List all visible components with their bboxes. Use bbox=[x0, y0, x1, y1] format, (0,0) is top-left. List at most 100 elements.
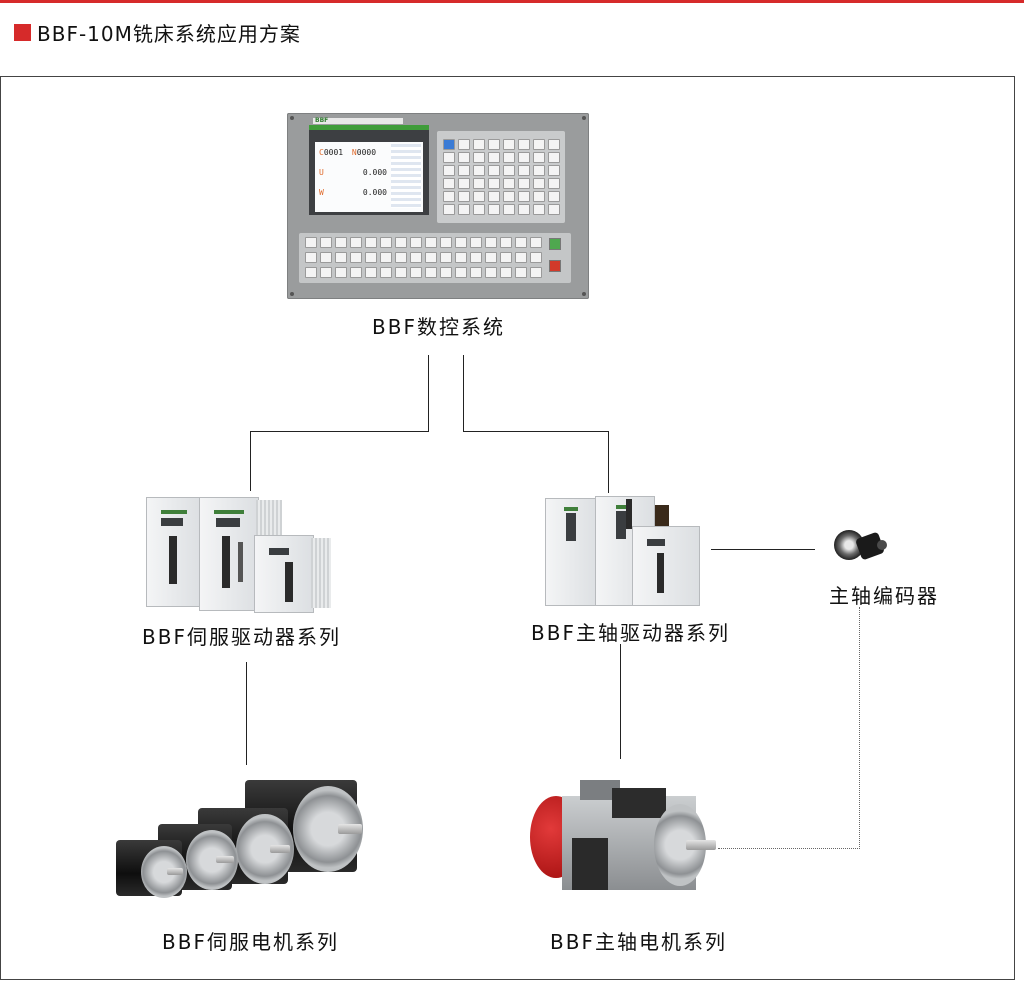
panel-key bbox=[470, 252, 482, 263]
panel-key bbox=[548, 178, 560, 189]
motor-shaft bbox=[270, 845, 290, 853]
panel-key bbox=[503, 165, 515, 176]
panel-key bbox=[503, 152, 515, 163]
connector-line bbox=[246, 662, 247, 765]
panel-key bbox=[395, 252, 407, 263]
panel-key bbox=[410, 237, 422, 248]
page-title: BBF-10M铣床系统应用方案 bbox=[37, 21, 301, 46]
connector-line bbox=[250, 431, 429, 432]
panel-key bbox=[350, 237, 362, 248]
panel-key bbox=[380, 237, 392, 248]
panel-key bbox=[530, 237, 542, 248]
panel-key bbox=[533, 178, 545, 189]
panel-key bbox=[500, 267, 512, 278]
panel-key bbox=[455, 252, 467, 263]
screw bbox=[290, 116, 294, 120]
panel-key bbox=[515, 237, 527, 248]
connector-line bbox=[463, 431, 609, 432]
panel-key bbox=[380, 252, 392, 263]
panel-key bbox=[443, 191, 455, 202]
panel-key bbox=[458, 139, 470, 150]
spindle-driver-fan bbox=[655, 505, 669, 529]
page-header: BBF-10M铣床系统应用方案 bbox=[14, 20, 301, 46]
panel-key bbox=[533, 204, 545, 215]
panel-key bbox=[395, 267, 407, 278]
panel-key bbox=[485, 237, 497, 248]
panel-key bbox=[548, 191, 560, 202]
panel-key bbox=[473, 191, 485, 202]
panel-key bbox=[365, 237, 377, 248]
connector-line bbox=[463, 355, 464, 432]
panel-key bbox=[473, 165, 485, 176]
spindle-driver-unit bbox=[545, 498, 599, 606]
label-spindle-motor: BBF主轴电机系列 bbox=[550, 930, 727, 954]
screen-row: W 0.000 bbox=[319, 188, 387, 197]
label-encoder: 主轴编码器 bbox=[829, 584, 939, 608]
panel-key bbox=[365, 252, 377, 263]
screen-row: C0001 N0000 bbox=[319, 148, 377, 157]
panel-key bbox=[320, 252, 332, 263]
cnc-keypad bbox=[437, 131, 565, 223]
panel-key bbox=[518, 152, 530, 163]
encoder-dotted-line bbox=[718, 848, 860, 849]
panel-key bbox=[503, 204, 515, 215]
panel-key bbox=[335, 267, 347, 278]
panel-key bbox=[473, 139, 485, 150]
panel-key bbox=[518, 204, 530, 215]
panel-key bbox=[458, 191, 470, 202]
panel-key bbox=[455, 237, 467, 248]
panel-key bbox=[503, 139, 515, 150]
panel-logo: BBF bbox=[315, 117, 329, 124]
heatsink bbox=[311, 538, 331, 608]
panel-key bbox=[443, 152, 455, 163]
panel-key bbox=[488, 152, 500, 163]
panel-key bbox=[440, 252, 452, 263]
panel-key bbox=[488, 165, 500, 176]
panel-key bbox=[530, 267, 542, 278]
panel-key bbox=[533, 191, 545, 202]
encoder-connector bbox=[877, 540, 887, 550]
cycle-start-key bbox=[549, 238, 561, 250]
panel-key bbox=[533, 152, 545, 163]
panel-key bbox=[488, 139, 500, 150]
panel-key bbox=[443, 165, 455, 176]
label-spindle-driver: BBF主轴驱动器系列 bbox=[531, 621, 730, 645]
panel-key bbox=[500, 237, 512, 248]
label-servo-driver: BBF伺服驱动器系列 bbox=[142, 625, 341, 649]
panel-key bbox=[305, 252, 317, 263]
panel-key bbox=[395, 237, 407, 248]
panel-key bbox=[443, 178, 455, 189]
screw bbox=[582, 292, 586, 296]
label-servo-motor: BBF伺服电机系列 bbox=[162, 930, 339, 954]
cnc-screen: C0001 N0000 U 0.000 W 0.000 bbox=[315, 142, 423, 212]
label-cnc: BBF数控系统 bbox=[372, 315, 505, 339]
spindle-driver-unit bbox=[632, 526, 700, 606]
panel-key bbox=[365, 267, 377, 278]
panel-key bbox=[305, 237, 317, 248]
panel-key bbox=[488, 204, 500, 215]
screen-header-bar bbox=[309, 125, 429, 130]
servo-driver-unit bbox=[254, 535, 314, 613]
panel-key bbox=[440, 267, 452, 278]
diagram-frame bbox=[0, 76, 1015, 980]
panel-key bbox=[458, 204, 470, 215]
panel-key bbox=[548, 204, 560, 215]
panel-key bbox=[443, 139, 455, 150]
panel-key bbox=[485, 267, 497, 278]
panel-key bbox=[488, 191, 500, 202]
panel-key bbox=[533, 165, 545, 176]
panel-key bbox=[455, 267, 467, 278]
panel-key bbox=[335, 237, 347, 248]
connector-line bbox=[608, 431, 609, 493]
panel-key bbox=[470, 237, 482, 248]
panel-key bbox=[410, 267, 422, 278]
panel-brand-strip: BBF bbox=[313, 117, 403, 124]
panel-key bbox=[425, 237, 437, 248]
motor-shaft bbox=[686, 840, 716, 850]
encoder-dotted-line bbox=[859, 607, 860, 849]
panel-key bbox=[335, 252, 347, 263]
panel-key bbox=[320, 237, 332, 248]
panel-key bbox=[425, 252, 437, 263]
panel-key bbox=[518, 191, 530, 202]
panel-key bbox=[350, 252, 362, 263]
